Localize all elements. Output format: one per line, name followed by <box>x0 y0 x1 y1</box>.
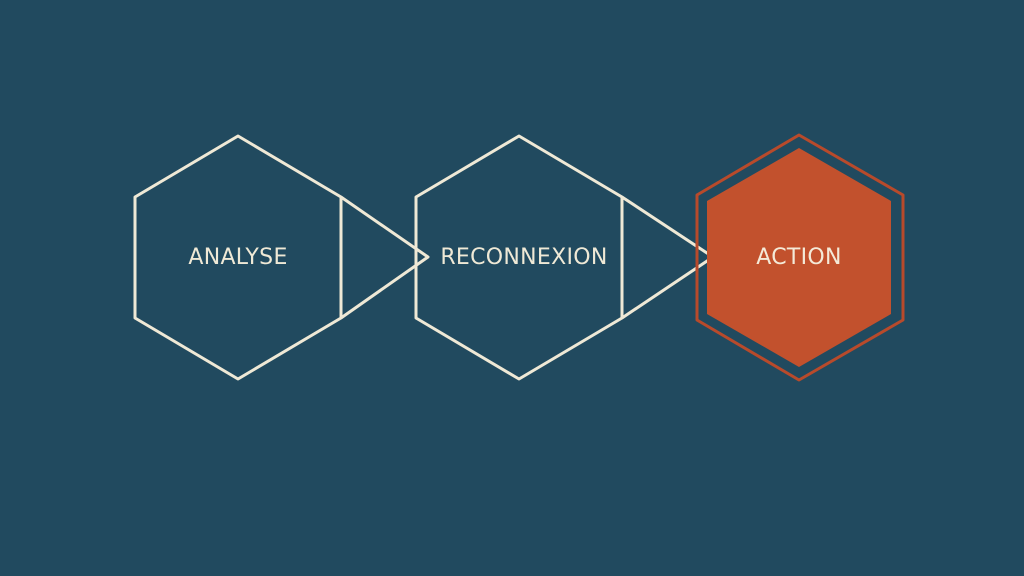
step-label-action: ACTION <box>756 245 842 270</box>
step-action: ACTION <box>695 133 905 382</box>
step-label-reconnexion: RECONNEXION <box>440 245 607 270</box>
step-label-analyse: ANALYSE <box>188 245 287 270</box>
step-reconnexion: RECONNEXION <box>414 134 715 381</box>
hexagon-action-outer-ring <box>695 133 905 382</box>
arrow-reconnexion-to-action <box>621 195 715 320</box>
arrow-analyse-to-reconnexion <box>340 195 430 320</box>
step-analyse: ANALYSE <box>133 134 430 381</box>
hexagon-action-fill <box>707 148 891 367</box>
